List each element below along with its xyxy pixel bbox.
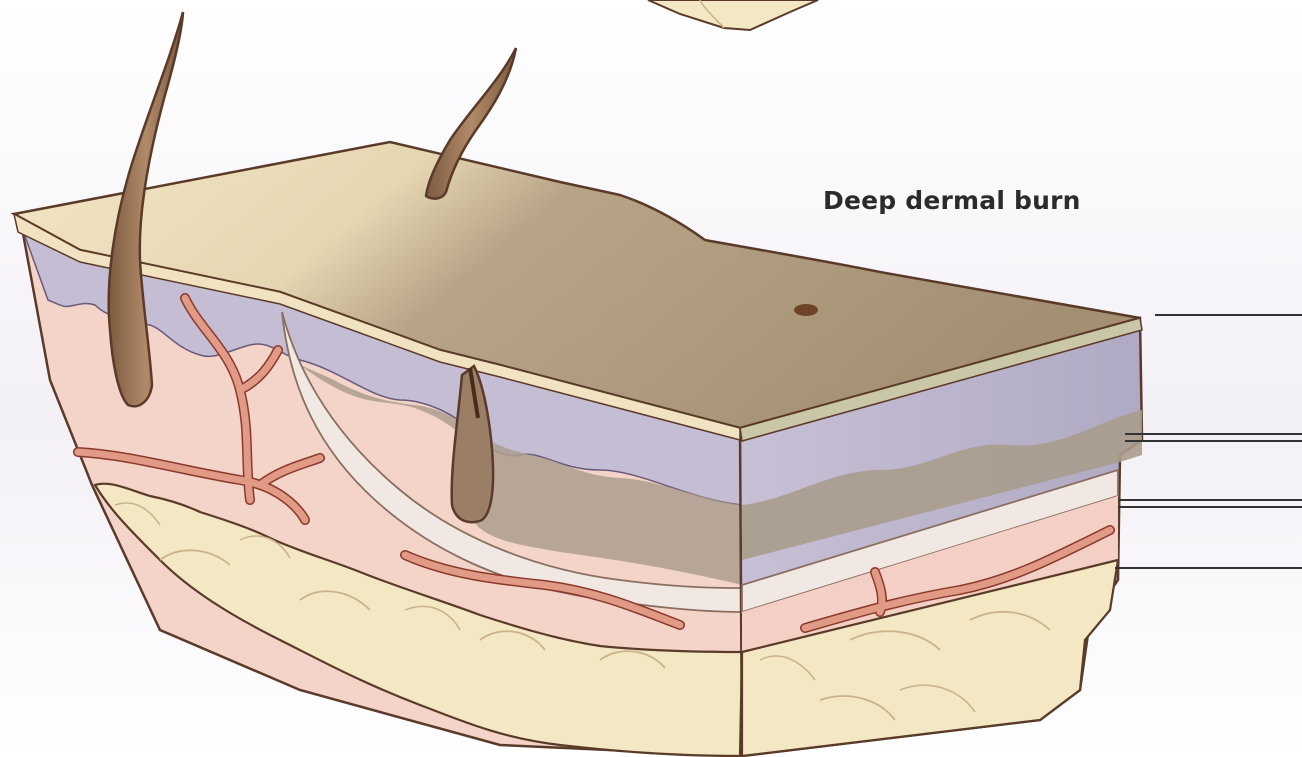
eschar-spot [794, 304, 818, 316]
diagram-title: Deep dermal burn [823, 186, 1081, 215]
